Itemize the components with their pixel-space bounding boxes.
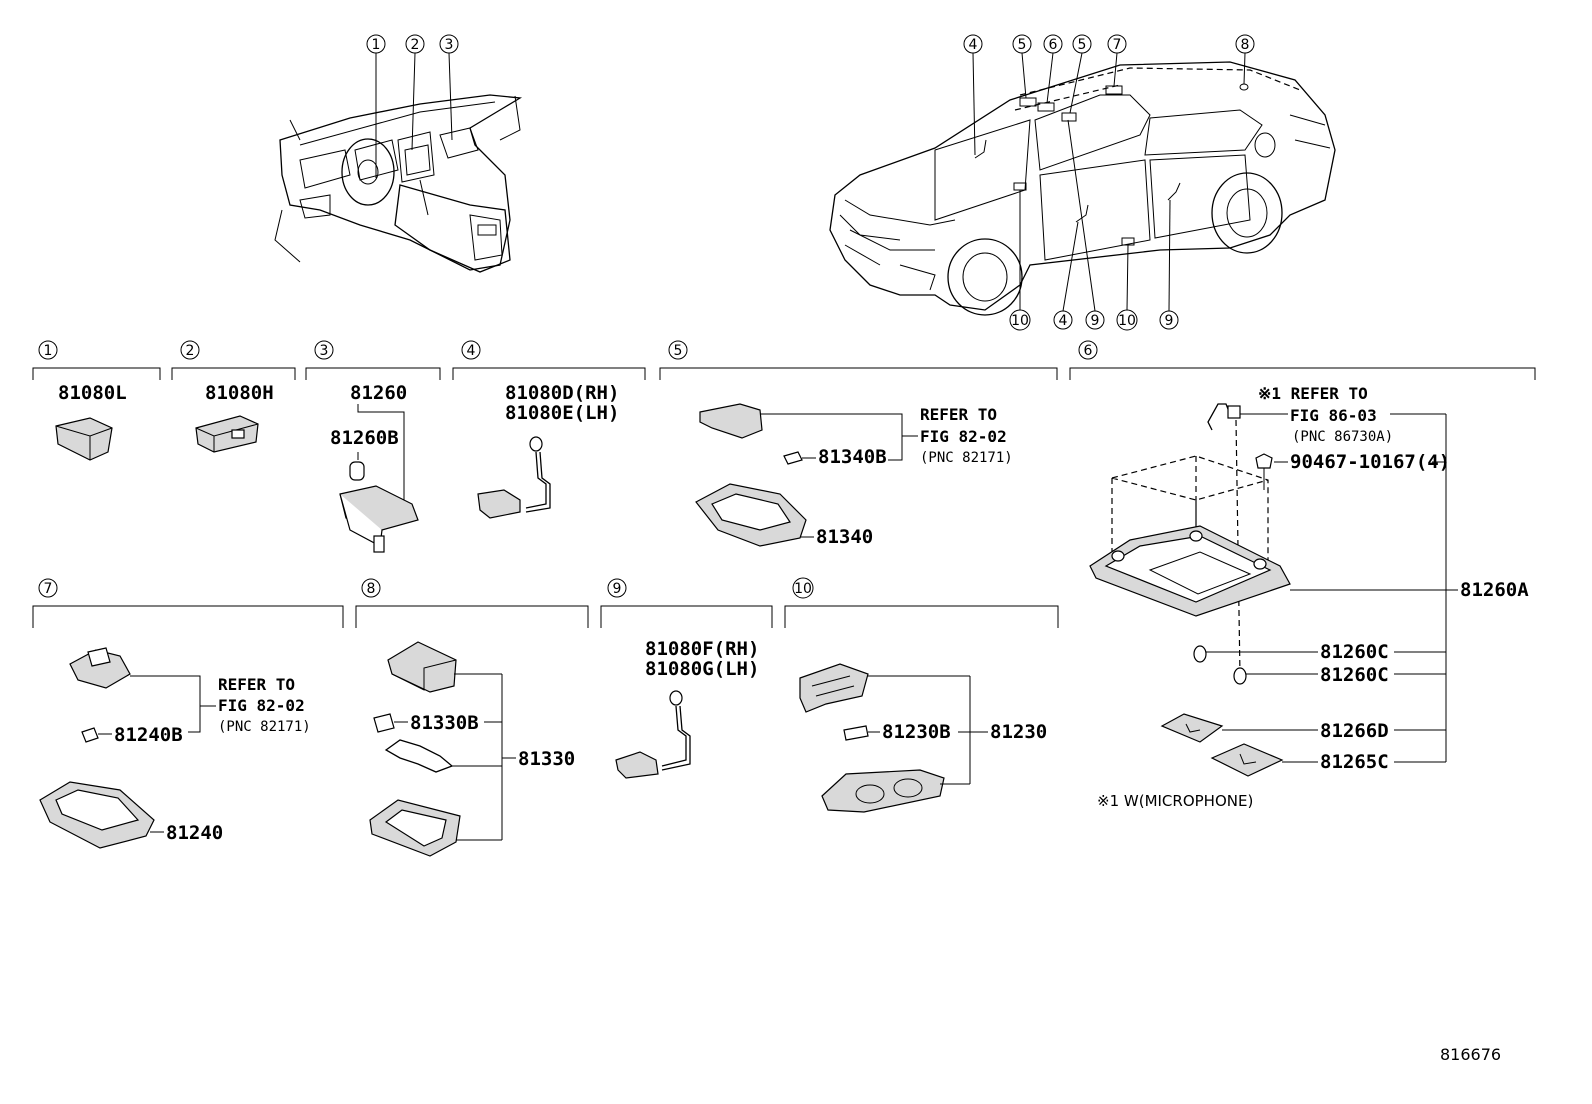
svg-text:7: 7 xyxy=(1113,37,1122,53)
part-81240B: 81240B xyxy=(114,724,183,746)
dashboard-illustration xyxy=(274,94,523,273)
svg-text:2: 2 xyxy=(186,343,195,359)
svg-text:9: 9 xyxy=(1165,313,1174,329)
svg-text:6: 6 xyxy=(1084,343,1093,359)
part-81080F: 81080F(RH) xyxy=(645,638,759,660)
part-81080L: 81080L xyxy=(58,382,127,404)
svg-text:5: 5 xyxy=(1018,37,1027,53)
part-81080D: 81080D(RH) xyxy=(505,382,619,404)
section-headers-row1: 1 2 3 4 5 6 xyxy=(32,340,1536,380)
microphone-note: ※1 W(MICROPHONE) xyxy=(1097,792,1253,810)
section-2: 81080H xyxy=(195,382,274,453)
part-90467: 90467-10167(4) xyxy=(1290,451,1450,473)
section-6: ※1 REFER TO FIG 86-03 (PNC 86730A) 90467… xyxy=(1089,384,1529,810)
section-5: REFER TO FIG 82-02 (PNC 82171) 81340B 81… xyxy=(695,403,1013,548)
section-headers-row2: 7 8 9 10 xyxy=(32,577,1059,628)
svg-text:2: 2 xyxy=(411,37,420,53)
section-1: 81080L xyxy=(55,382,127,461)
svg-text:(PNC 82171): (PNC 82171) xyxy=(920,450,1013,466)
svg-text:8: 8 xyxy=(1241,37,1250,53)
svg-text:10: 10 xyxy=(1118,313,1136,329)
part-81340B: 81340B xyxy=(818,446,887,468)
svg-text:1: 1 xyxy=(44,343,53,359)
part-81230B: 81230B xyxy=(882,721,951,743)
svg-text:FIG 82-02: FIG 82-02 xyxy=(218,696,305,715)
svg-text:6: 6 xyxy=(1049,37,1058,53)
part-81080H: 81080H xyxy=(205,382,274,404)
svg-text:3: 3 xyxy=(445,37,454,53)
svg-text:FIG 82-02: FIG 82-02 xyxy=(920,427,1007,446)
section-7: REFER TO FIG 82-02 (PNC 82171) 81240B 81… xyxy=(39,647,311,849)
section-3: 81260 81260B xyxy=(330,382,419,553)
svg-text:9: 9 xyxy=(1091,313,1100,329)
part-81230: 81230 xyxy=(990,721,1047,743)
car-callouts: 4 5 6 5 7 8 10 4 9 10 9 xyxy=(963,34,1255,331)
car-illustration xyxy=(829,61,1336,316)
part-81260B: 81260B xyxy=(330,427,399,449)
svg-text:REFER TO: REFER TO xyxy=(218,675,295,694)
section-9: 81080F(RH) 81080G(LH) xyxy=(615,638,759,779)
part-81265C: 81265C xyxy=(1320,751,1389,773)
svg-text:4: 4 xyxy=(969,37,978,53)
svg-text:FIG 86-03: FIG 86-03 xyxy=(1290,406,1377,425)
svg-text:(PNC 82171): (PNC 82171) xyxy=(218,719,311,735)
svg-text:※1 REFER TO: ※1 REFER TO xyxy=(1258,384,1368,403)
dashboard-callouts: 1 2 3 xyxy=(366,34,459,178)
svg-text:8: 8 xyxy=(367,581,376,597)
section-4: 81080D(RH) 81080E(LH) xyxy=(477,382,619,519)
section-10: 81230B 81230 xyxy=(799,663,1047,813)
svg-text:1: 1 xyxy=(372,37,381,53)
svg-text:4: 4 xyxy=(467,343,476,359)
svg-text:5: 5 xyxy=(1078,37,1087,53)
svg-text:REFER TO: REFER TO xyxy=(920,405,997,424)
svg-text:4: 4 xyxy=(1059,313,1068,329)
svg-text:7: 7 xyxy=(44,581,53,597)
part-81260: 81260 xyxy=(350,382,407,404)
part-81330B: 81330B xyxy=(410,712,479,734)
part-81330: 81330 xyxy=(518,748,575,770)
part-81240: 81240 xyxy=(166,822,223,844)
svg-text:5: 5 xyxy=(674,343,683,359)
part-81080E: 81080E(LH) xyxy=(505,402,619,424)
part-81266D: 81266D xyxy=(1320,720,1389,742)
part-81080G: 81080G(LH) xyxy=(645,658,759,680)
svg-text:10: 10 xyxy=(1011,313,1029,329)
part-81260C-1: 81260C xyxy=(1320,641,1389,663)
diagram-id: 816676 xyxy=(1440,1045,1501,1064)
svg-text:3: 3 xyxy=(320,343,329,359)
svg-text:10: 10 xyxy=(794,581,812,597)
part-81260C-2: 81260C xyxy=(1320,664,1389,686)
part-81340: 81340 xyxy=(816,526,873,548)
section-8: 81330B 81330 xyxy=(369,641,575,857)
svg-text:(PNC 86730A): (PNC 86730A) xyxy=(1292,429,1393,445)
svg-text:9: 9 xyxy=(613,581,622,597)
part-81260A: 81260A xyxy=(1460,579,1529,601)
